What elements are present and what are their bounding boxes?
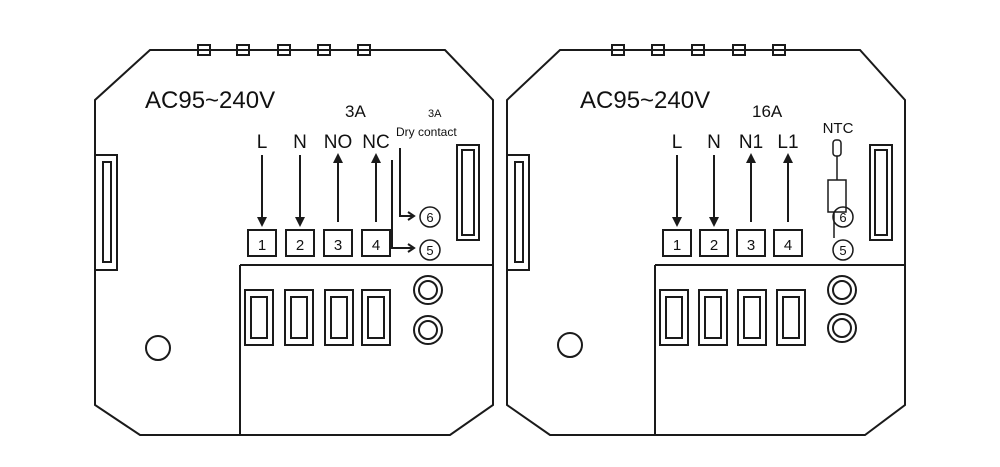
ntc-sensor — [827, 139, 847, 238]
terminal-label: N — [293, 132, 307, 153]
aux-number: 6 — [839, 210, 846, 225]
right-panel-labels: AC95~240V 16A NTC L N N1 L1 1 2 3 4 6 5 — [580, 87, 854, 258]
mounting-hole — [145, 335, 171, 361]
terminal-label: L1 — [777, 132, 798, 153]
round-screws — [827, 275, 857, 343]
terminal-number: 4 — [372, 237, 380, 254]
thermostat-panel-right — [506, 44, 906, 436]
terminal-label: N1 — [739, 132, 763, 153]
terminal-block-divider — [654, 264, 905, 435]
terminal-number: 1 — [258, 237, 266, 254]
aux-number: 6 — [426, 210, 433, 225]
terminal-label: NO — [324, 132, 353, 153]
left-clip — [506, 154, 530, 271]
top-tabs — [197, 44, 371, 56]
aux-number: 5 — [426, 243, 433, 258]
terminal-boxes — [247, 229, 391, 257]
terminal-label: L — [257, 132, 268, 153]
round-screws — [413, 275, 443, 345]
terminal-label: NC — [362, 132, 389, 153]
voltage-label: AC95~240V — [580, 87, 710, 114]
right-clip — [869, 144, 893, 241]
terminal-number: 4 — [784, 237, 792, 254]
terminal-label: L — [672, 132, 683, 153]
screw-slots — [659, 289, 806, 346]
dry-contact-wire-6 — [399, 148, 412, 217]
terminal-boxes — [662, 229, 803, 257]
top-tabs — [611, 44, 786, 56]
left-panel-labels: AC95~240V 3A 3A Dry contact L N NO NC 1 … — [145, 87, 457, 258]
aux-circle-6 — [419, 206, 441, 228]
terminal-number: 3 — [747, 237, 755, 254]
dry-contact-wire-5 — [391, 160, 412, 249]
terminal-number: 2 — [710, 237, 718, 254]
aux-circle-5 — [419, 239, 441, 261]
terminal-number: 3 — [334, 237, 342, 254]
voltage-label: AC95~240V — [145, 87, 275, 114]
aux-circle-6 — [832, 206, 854, 228]
terminal-number: 2 — [296, 237, 304, 254]
aux-current-label: 3A — [428, 108, 442, 120]
left-clip — [94, 154, 118, 271]
ntc-label: NTC — [823, 120, 854, 137]
mounting-hole — [557, 332, 583, 358]
current-label: 3A — [345, 102, 366, 121]
terminal-label: N — [707, 132, 721, 153]
screw-slots — [244, 289, 391, 346]
right-clip — [456, 144, 480, 241]
aux-circle-5 — [832, 239, 854, 261]
current-label: 16A — [752, 102, 783, 121]
terminal-block-divider — [239, 264, 493, 435]
thermostat-panel-left — [94, 44, 494, 436]
dry-contact-label: Dry contact — [396, 125, 457, 139]
aux-number: 5 — [839, 243, 846, 258]
terminal-number: 1 — [673, 237, 681, 254]
